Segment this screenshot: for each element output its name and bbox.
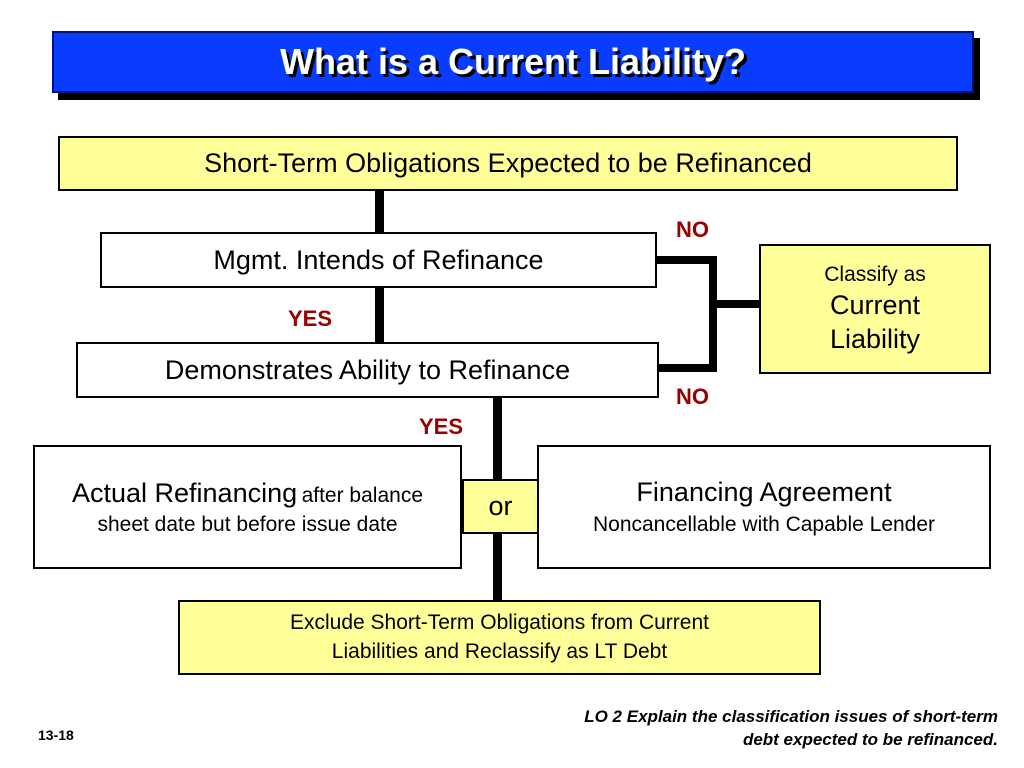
classify-line-1: Classify as bbox=[824, 262, 926, 286]
actual-refinancing-title: Actual Refinancing bbox=[71, 477, 298, 508]
page-title: What is a Current Liability? bbox=[279, 41, 747, 82]
slide-number: 13-18 bbox=[38, 727, 74, 743]
classify-line-2: Current bbox=[829, 289, 921, 320]
classify-line-3: Liability bbox=[829, 324, 921, 355]
or-box: or bbox=[462, 479, 539, 534]
or-text: or bbox=[488, 491, 513, 521]
connector-to-classify bbox=[709, 300, 761, 308]
connector-vertical-right bbox=[709, 256, 717, 372]
no-label-bottom: NO bbox=[676, 384, 709, 409]
mgmt-intends-box: Mgmt. Intends of Refinance bbox=[100, 232, 657, 288]
yes-label-2: YES bbox=[419, 414, 464, 439]
actual-refinancing-box: Actual Refinancing after balance sheet d… bbox=[33, 445, 462, 569]
exclude-line-2: Liabilities and Reclassify as LT Debt bbox=[331, 639, 668, 663]
exclude-line-1: Exclude Short-Term Obligations from Curr… bbox=[290, 611, 709, 635]
financing-agreement-detail: Noncancellable with Capable Lender bbox=[592, 512, 936, 536]
exclude-obligations-box: Exclude Short-Term Obligations from Curr… bbox=[178, 600, 821, 675]
demonstrates-ability-text: Demonstrates Ability to Refinance bbox=[164, 354, 571, 385]
connector-intends-to-demonstrates bbox=[375, 286, 384, 344]
short-term-obligations-box: Short-Term Obligations Expected to be Re… bbox=[58, 136, 958, 191]
connector-demonstrates-right bbox=[657, 364, 717, 372]
connector-intends-right bbox=[655, 256, 717, 264]
mgmt-intends-text: Mgmt. Intends of Refinance bbox=[213, 244, 544, 275]
demonstrates-ability-box: Demonstrates Ability to Refinance bbox=[76, 342, 659, 398]
yes-label-1: YES bbox=[288, 306, 333, 331]
connector-top-to-intends bbox=[375, 189, 384, 234]
short-term-obligations-text: Short-Term Obligations Expected to be Re… bbox=[204, 148, 812, 178]
learning-objective-line-1: LO 2 Explain the classification issues o… bbox=[584, 707, 998, 726]
learning-objective-line-2: debt expected to be refinanced. bbox=[742, 729, 998, 749]
learning-objective: LO 2 Explain the classification issues o… bbox=[380, 706, 998, 752]
title-banner: What is a Current Liability? bbox=[52, 31, 974, 93]
financing-agreement-title: Financing Agreement bbox=[636, 476, 892, 507]
classify-current-liability-box: Classify as Current Liability bbox=[759, 244, 991, 374]
financing-agreement-box: Financing Agreement Noncancellable with … bbox=[537, 445, 991, 569]
no-label-top: NO bbox=[676, 217, 709, 242]
actual-refinancing-detail: after balance sheet date but before issu… bbox=[97, 483, 423, 537]
